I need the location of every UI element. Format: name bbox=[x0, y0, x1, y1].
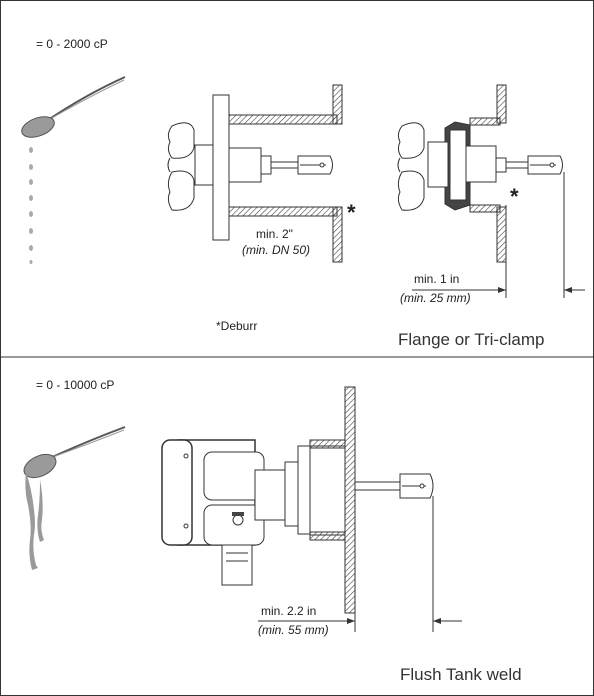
viscosity-range-bottom: = 0 - 10000 cP bbox=[36, 378, 115, 392]
deburr-marker-triclamp: * bbox=[510, 184, 519, 209]
deburr-note: *Deburr bbox=[216, 319, 258, 333]
spoon-icon-high-viscosity bbox=[23, 426, 126, 570]
flange-installation-drawing bbox=[167, 84, 343, 263]
tri-clamp-installation-drawing bbox=[397, 84, 585, 298]
triclamp-insert-dim-metric: (min. 25 mm) bbox=[400, 291, 471, 305]
weld-insert-dim-metric: (min. 55 mm) bbox=[258, 623, 329, 637]
caption-flange-triclamp: Flange or Tri-clamp bbox=[398, 330, 545, 349]
tank-weld-installation-drawing bbox=[161, 386, 462, 632]
viscosity-range-top: = 0 - 2000 cP bbox=[36, 37, 108, 51]
weld-insert-dim-label: min. 2.2 in bbox=[261, 604, 317, 618]
triclamp-insert-dim-label: min. 1 in bbox=[414, 272, 460, 286]
pipe-min-diameter-metric: (min. DN 50) bbox=[242, 243, 311, 257]
spoon-icon-low-viscosity bbox=[21, 76, 126, 264]
caption-flush-tank-weld: Flush Tank weld bbox=[400, 665, 522, 684]
pipe-min-diameter-label: min. 2" bbox=[256, 227, 293, 241]
deburr-marker-flange: * bbox=[347, 200, 356, 225]
